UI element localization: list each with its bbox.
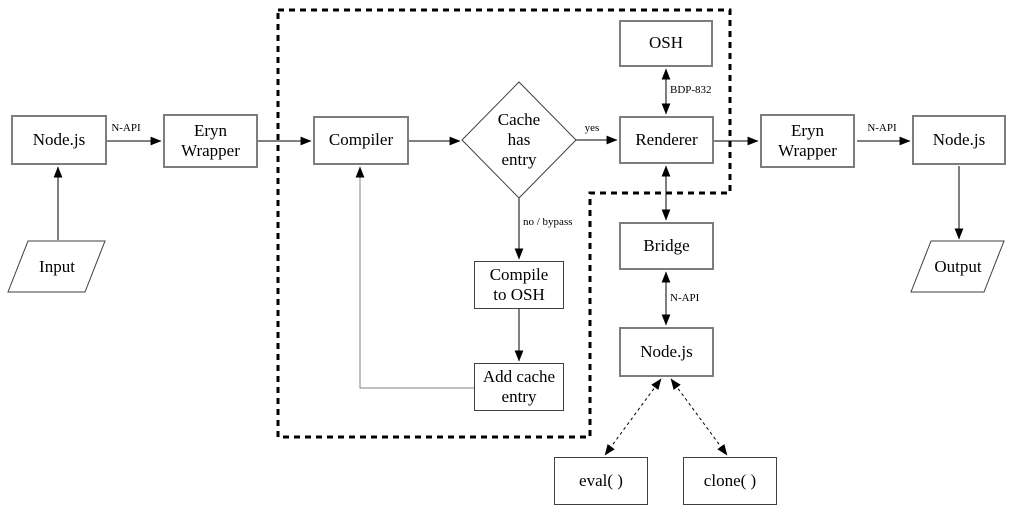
edge-nodejs-eval — [604, 378, 662, 456]
input-parallelogram-shape — [7, 240, 106, 293]
node-compile-to-osh: Compile to OSH — [474, 261, 564, 309]
node-eval: eval( ) — [554, 457, 648, 505]
node-nodejs-left: Node.js — [11, 115, 107, 165]
edge-label-napi-left: N-API — [111, 122, 141, 134]
node-eryn-wrapper-left: Eryn Wrapper — [163, 114, 258, 168]
node-output: Output — [934, 256, 982, 276]
node-osh: OSH — [619, 20, 713, 67]
edge-label-yes: yes — [584, 122, 600, 134]
node-bridge: Bridge — [619, 222, 714, 270]
decision-diamond-shape — [461, 81, 577, 199]
node-compiler: Compiler — [313, 116, 409, 165]
edge-label-bdp-832: BDP-832 — [670, 84, 712, 96]
node-renderer: Renderer — [619, 116, 714, 164]
node-cache-has-entry: Cache has entry — [497, 109, 541, 170]
edge-nodejs-clone — [670, 378, 728, 456]
edge-label-no-bypass: no / bypass — [523, 216, 573, 228]
edge-label-napi-bridge: N-API — [670, 292, 700, 304]
node-input: Input — [39, 256, 75, 276]
node-add-cache-entry: Add cache entry — [474, 363, 564, 411]
node-nodejs-mid: Node.js — [619, 327, 714, 377]
node-eryn-wrapper-right: Eryn Wrapper — [760, 114, 855, 168]
dashed-boundary — [276, 8, 732, 439]
edge-label-napi-right: N-API — [867, 122, 897, 134]
node-nodejs-right: Node.js — [912, 115, 1006, 165]
output-parallelogram-shape — [910, 240, 1005, 293]
node-clone: clone( ) — [683, 457, 777, 505]
edge-addcache-loop-to-compiler — [355, 166, 474, 389]
